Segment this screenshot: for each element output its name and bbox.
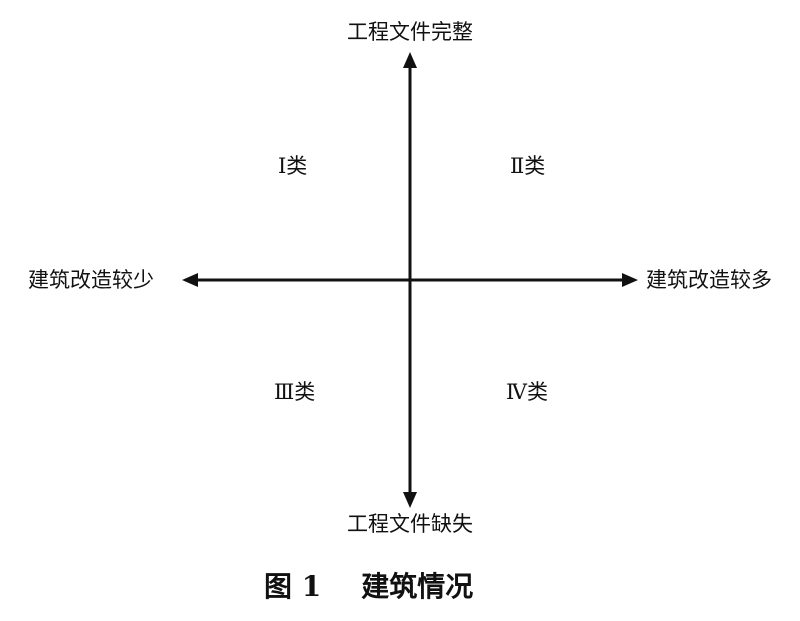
figure-number: 图 1 <box>264 570 322 603</box>
quadrant-label-lower-left: Ⅲ类 <box>274 380 316 404</box>
axis-label-bottom: 工程文件缺失 <box>347 512 473 536</box>
figure-caption: 图 1 建筑情况 <box>264 570 473 604</box>
arrow-left-icon <box>182 273 198 287</box>
figure-title: 建筑情况 <box>361 570 474 603</box>
quadrant-label-upper-right: Ⅱ类 <box>510 154 546 178</box>
arrow-up-icon <box>403 52 417 68</box>
axis-label-left: 建筑改造较少 <box>28 268 154 292</box>
quadrant-label-lower-right: Ⅳ类 <box>506 380 548 404</box>
axis-label-right: 建筑改造较多 <box>646 268 772 292</box>
arrow-right-icon <box>622 273 638 287</box>
axis-label-top: 工程文件完整 <box>347 20 473 44</box>
quadrant-label-upper-left: Ⅰ类 <box>278 154 308 178</box>
arrow-down-icon <box>403 492 417 508</box>
